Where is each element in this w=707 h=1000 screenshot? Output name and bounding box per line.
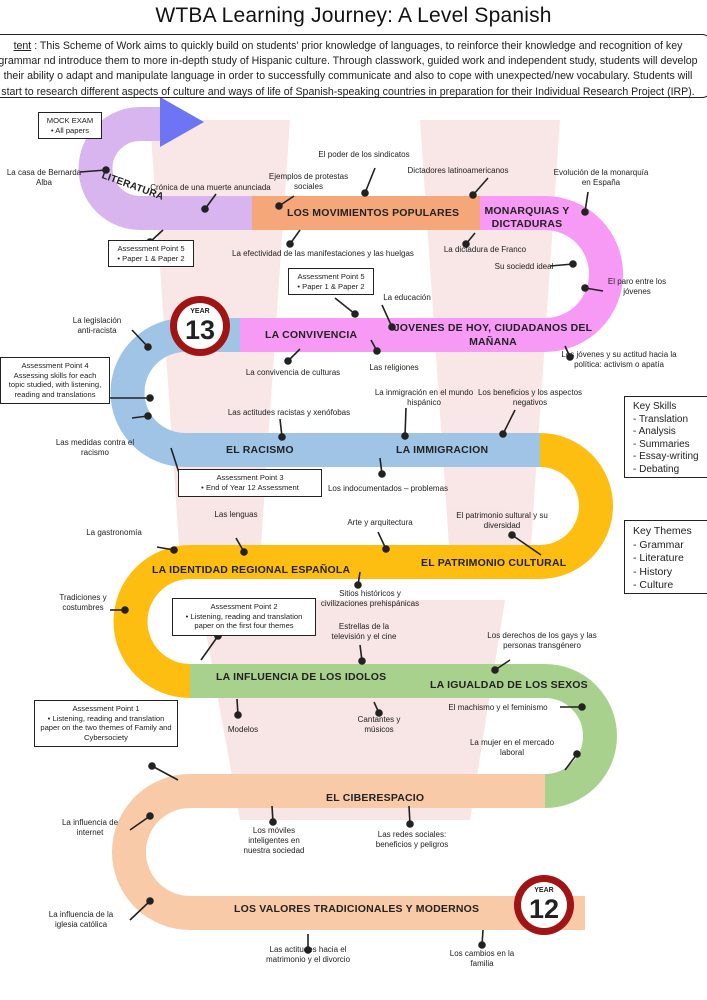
key-themes-title: Key Themes (633, 525, 692, 537)
label-sitios: Sitios históricos y civilizaciones prehi… (320, 589, 420, 608)
label-actitudes-racistas: Las actitudes racistas y xenófobas (227, 408, 351, 417)
theme-movimientos-populares: LOS MOVIMIENTOS POPULARES (287, 207, 460, 219)
mock-exam-box: MOCK EXAM All papers (38, 112, 102, 139)
label-jovenes-politica: Los jóvenes y su actitud hacia la políti… (561, 350, 677, 369)
year-13-number: 13 (184, 315, 216, 345)
assessment-point-1-box: Assessment Point 1 Listening, reading an… (34, 700, 178, 747)
key-skill-item: Summaries (633, 439, 701, 452)
ap2-item: Listening, reading and translation paper… (177, 612, 311, 631)
label-inmigracion-mundo: La inmigración en el mundo hispánico (374, 388, 474, 407)
year-12-number: 12 (528, 894, 560, 924)
theme-jovenes: JOVENES DE HOY, CIUDADANOS DEL MAÑANA (393, 322, 593, 348)
ap3-item: End of Year 12 Assessment (183, 483, 317, 493)
assessment-point-5-box: Assessment Point 5 Paper 1 & Paper 2 (108, 240, 194, 267)
assessment-point-4-box: Assessment Point 4 Assessing skills for … (0, 357, 110, 404)
label-casa-bernarda: La casa de Bernarda Alba (6, 168, 82, 187)
label-medidas-racismo: Las medidas contra el racismo (55, 438, 135, 457)
label-legislacion: La legislación anti-racista (72, 316, 122, 335)
label-dictadura-franco: La dictadura de Franco (443, 245, 527, 254)
label-convivencia-culturas: La convivencia de culturas (245, 368, 341, 377)
key-theme-item: Grammar (633, 539, 701, 553)
ap5b-item: Paper 1 & Paper 2 (293, 282, 369, 292)
label-lenguas: Las lenguas (214, 510, 258, 519)
key-skill-item: Debating (633, 464, 701, 477)
label-sociedad-ideal: Su sociedd ideal (494, 262, 554, 271)
theme-racismo: EL RACISMO (226, 444, 294, 456)
ap4-text: Assessment Point 4 Assessing skills for … (8, 361, 102, 399)
theme-monarquias: MONARQUIAS Y DICTADURAS (484, 205, 570, 230)
key-theme-item: Literature (633, 552, 701, 566)
label-gastronomia: La gastronomía (86, 528, 142, 537)
theme-patrimonio: EL PATRIMONIO CULTURAL (421, 557, 567, 569)
label-moviles: Los móviles inteligentes en nuestra soci… (243, 826, 305, 855)
label-evolucion-monarquia: Evolución de la monarquía en España (553, 168, 649, 187)
year-12-badge: YEAR 12 (514, 875, 574, 935)
ap5a-item: Paper 1 & Paper 2 (113, 254, 189, 264)
assessment-point-2-box: Assessment Point 2 Listening, reading an… (172, 598, 316, 636)
label-arte: Arte y arquitectura (347, 518, 413, 527)
label-iglesia: La influencia de la iglesia católica (48, 910, 114, 929)
key-skill-item: Translation (633, 414, 701, 427)
intro-label: tent (13, 40, 32, 52)
label-mujer-mercado: La mujer en el mercado laboral (469, 738, 555, 757)
label-cronica: Crónica de una muerte anunciada (150, 183, 271, 192)
year-13-badge: YEAR 13 (170, 296, 230, 356)
label-derechos-gays: Los derechos de los gays y las personas … (487, 631, 597, 650)
page-title: WTBA Learning Journey: A Level Spanish (155, 4, 552, 27)
year-12-label: YEAR (534, 887, 554, 894)
label-redes-sociales: Las redes sociales: beneficios y peligro… (375, 830, 449, 849)
label-cantantes: Cantantes y músicos (357, 715, 401, 734)
mock-exam-title: MOCK EXAM (46, 116, 94, 125)
key-skill-item: Analysis (633, 426, 701, 439)
theme-convivencia: LA CONVIVENCIA (265, 329, 358, 341)
assessment-point-5b-box: Assessment Point 5 Paper 1 & Paper 2 (288, 268, 374, 295)
intro-content: tent : This Scheme of Work aims to quick… (0, 34, 707, 98)
label-beneficios-negativos: Los beneficios y los aspectos negativos (477, 388, 583, 407)
label-paro-jovenes: El paro entre los jóvenes (607, 277, 667, 296)
label-modelos: Modelos (227, 725, 259, 734)
label-machismo: El machismo y el feminismo (448, 703, 548, 712)
theme-valores: LOS VALORES TRADICIONALES Y MODERNOS (234, 903, 480, 915)
intro-text: : This Scheme of Work aims to quickly bu… (0, 40, 698, 98)
key-theme-item: History (633, 566, 701, 580)
key-skills-box: Key Skills Translation Analysis Summarie… (624, 396, 707, 478)
label-patrimonio-sultural: El patrimonio sultural y su diversidad (456, 511, 548, 530)
assessment-point-3-box: Assessment Point 3 End of Year 12 Assess… (178, 469, 322, 497)
mock-exam-item: All papers (43, 126, 97, 136)
key-theme-item: Culture (633, 579, 701, 593)
journey-arrow-icon (160, 97, 204, 147)
theme-idolos: LA INFLUENCIA DE LOS IDOLOS (216, 671, 387, 683)
theme-identidad: LA IDENTIDAD REGIONAL ESPAÑOLA (152, 564, 351, 576)
label-tradiciones: Tradiciones y costumbres (59, 593, 107, 612)
key-skill-item: Essay-writing (633, 451, 701, 464)
label-dictadores: Dictadores latinoamericanos (407, 166, 509, 175)
ap1-item: Listening, reading and translation paper… (39, 714, 173, 743)
label-actitudes-matrimonio: Las actitudes hacia el matrimonio y el d… (265, 945, 351, 964)
ap3-title: Assessment Point 3 (216, 473, 284, 482)
label-educacion: La educación (383, 293, 431, 302)
ap1-title: Assessment Point 1 (72, 704, 140, 713)
key-skills-title: Key Skills (633, 401, 677, 412)
key-themes-box: Key Themes Grammar Literature History Cu… (624, 520, 707, 594)
ap2-title: Assessment Point 2 (210, 602, 278, 611)
year-13-label: YEAR (190, 308, 210, 315)
label-indocumentados: Los indocumentados – problemas (327, 484, 449, 493)
ap5b-title: Assessment Point 5 (297, 272, 365, 281)
label-estrellas: Estrellas de la televisión y el cine (331, 622, 397, 641)
label-efectividad: La efectividad de las manifestaciones y … (232, 249, 414, 258)
label-cambios-familia: Los cambios en la familia (449, 949, 515, 968)
ap5a-title: Assessment Point 5 (117, 244, 185, 253)
label-ejemplos-protestas: Ejemplos de protestas sociales (268, 172, 349, 191)
label-poder-sindicatos: El poder de los sindicatos (318, 150, 410, 159)
theme-inmigracion: LA IMMIGRACION (396, 444, 489, 456)
label-religiones: Las religiones (369, 363, 419, 372)
label-influencia-internet: La influencia de internet (61, 818, 119, 837)
theme-igualdad: LA IGUALDAD DE LOS SEXOS (430, 679, 588, 691)
theme-ciberespacio: EL CIBERESPACIO (326, 792, 425, 804)
